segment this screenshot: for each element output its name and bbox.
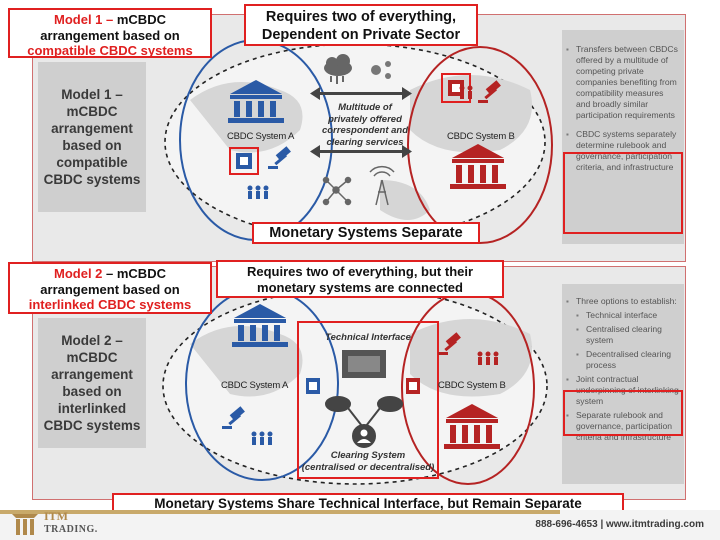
model1-bottom-label: Monetary Systems Separate (252, 222, 480, 244)
double-arrow-icon (310, 87, 412, 158)
model2-callout: Model 2 – mCBDC arrangement based on int… (8, 262, 212, 314)
brand-top: ITM (44, 509, 68, 523)
bank-icon-red (444, 404, 500, 449)
model1-side-label: Model 1 – mCBDC arrangement based on com… (38, 62, 146, 212)
people-icon-red (477, 351, 499, 365)
model1-detail-item: CBDC systems separately determine rulebo… (566, 129, 680, 173)
footer-accent-line (0, 510, 560, 514)
bank-icon-blue (228, 80, 284, 123)
interface-chip-icon (342, 350, 386, 378)
model2-side-label: Model 2 – mCBDC arrangement based on int… (38, 318, 146, 448)
model2-detail-item: Centralised clearing system (566, 324, 680, 346)
model2-system-b-label: CBDC System B (438, 380, 506, 391)
gavel-icon-blue (268, 146, 291, 169)
gavel-icon-red (478, 80, 501, 103)
model1-system-a-label: CBDC System A (227, 131, 295, 142)
people-icon-blue (251, 431, 273, 445)
model2-detail-item: Separate rulebook and governance, partic… (566, 410, 680, 443)
gavel-icon-red (438, 332, 461, 355)
model2-callout-prefix: Model 2 (54, 266, 103, 281)
model2-callout-line3: interlinked CBDC systems (28, 297, 192, 312)
itm-logo-icon (12, 514, 38, 535)
footer-contact: 888-696-4653 | www.itmtrading.com (535, 519, 704, 530)
technical-interface-label: Technical Interface (325, 332, 411, 343)
model2-callout-suffix: – mCBDC (102, 266, 166, 281)
model1-callout-line2: arrangement based on (40, 27, 180, 43)
people-icon-red (459, 85, 473, 99)
model1-detail-item: Transfers between CBDCs offered by a mul… (566, 44, 680, 121)
clearing-system-label: Clearing System (centralised or decentra… (301, 450, 435, 473)
cloud-icon (324, 54, 352, 84)
model1-callout-prefix: Model 1 – (54, 12, 114, 27)
model2-detail-item: Technical interface (566, 310, 680, 321)
gavel-icon-blue (222, 406, 245, 429)
model2-system-a-label: CBDC System A (221, 380, 289, 391)
chip-icon-blue (229, 147, 259, 175)
clearing-network-icon (325, 396, 403, 448)
network-hub-icon (322, 176, 352, 206)
model2-highlight-box (563, 390, 683, 436)
model1-diagram (164, 39, 553, 244)
model1-middle-text: Multitude of privately offered correspon… (321, 102, 409, 148)
model1-header: Requires two of everything, Dependent on… (244, 4, 478, 46)
model2-callout-line2: arrangement based on (40, 281, 180, 297)
antenna-icon (369, 165, 395, 206)
model2-detail-item: Three options to establish: (566, 296, 680, 307)
people-network-icon (371, 61, 391, 79)
model1-highlight-box (563, 152, 683, 234)
model2-diagram (162, 287, 548, 485)
model1-callout: Model 1 – mCBDC arrangement based on com… (8, 8, 212, 58)
model1-callout-suffix: mCBDC (113, 12, 166, 27)
brand-bottom: TRADING. (44, 524, 98, 535)
chip-icon-blue (306, 378, 320, 394)
footer-bar (0, 510, 720, 540)
bank-icon-red (450, 144, 506, 189)
model2-detail-item: Decentralised clearing process (566, 349, 680, 371)
model1-details-list: Transfers between CBDCs offered by a mul… (566, 44, 680, 176)
model1-callout-line3: compatible CBDC systems (27, 43, 193, 58)
bank-icon-blue (232, 304, 288, 347)
people-icon-blue (247, 185, 269, 199)
model2-header: Requires two of everything, but their mo… (216, 260, 504, 298)
chip-icon-red (406, 378, 420, 394)
model1-system-b-label: CBDC System B (447, 131, 515, 142)
